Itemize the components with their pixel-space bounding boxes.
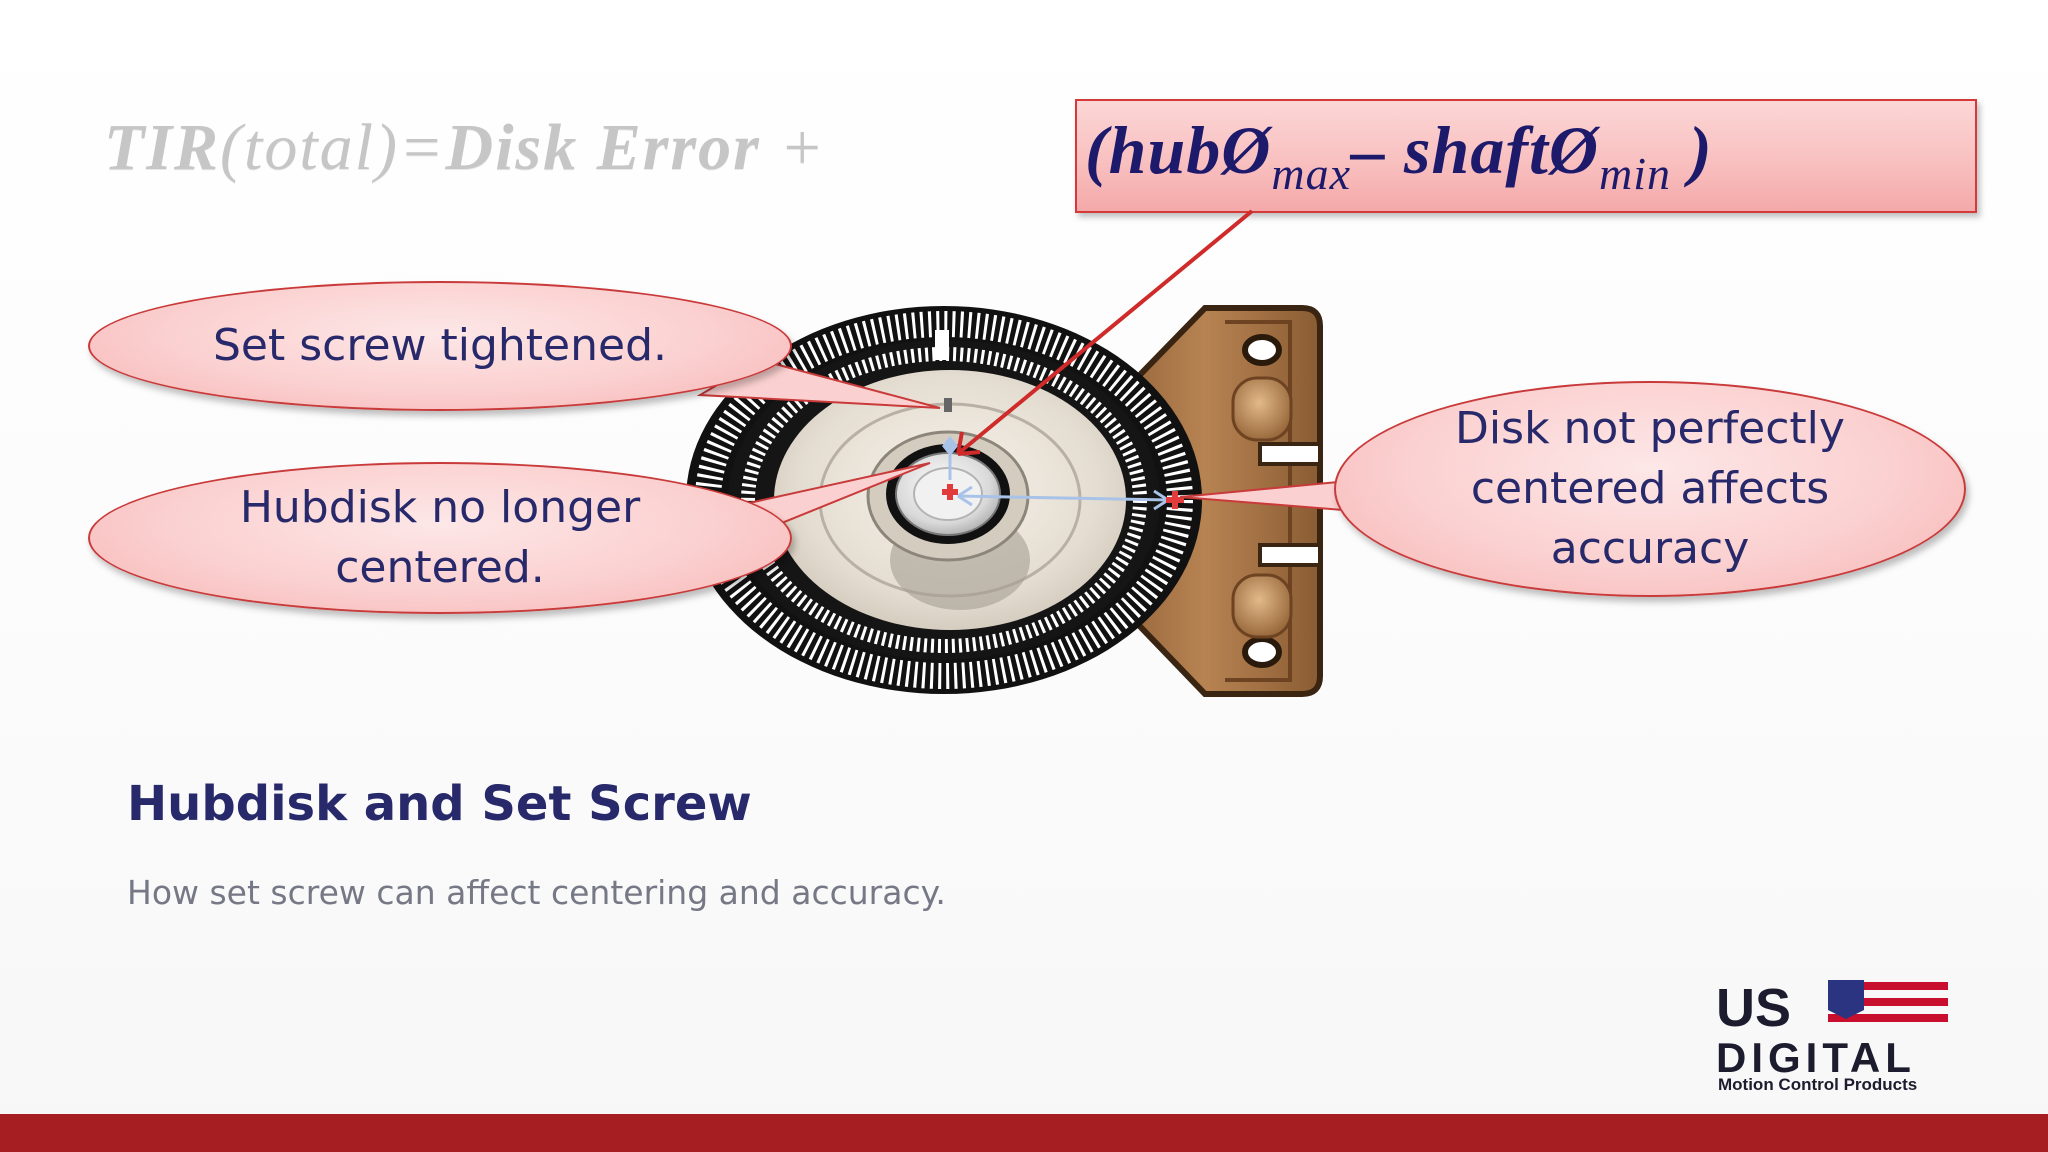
logo-digital: DIGITAL <box>1716 1034 1916 1081</box>
callout-disk-line3: accuracy <box>1550 523 1750 574</box>
formula-disk-error: Disk Error <box>445 111 761 184</box>
formula-min: min <box>1598 148 1671 199</box>
formula-minus: – <box>1351 112 1387 188</box>
callout-disk-line1: Disk not perfectly <box>1455 403 1845 454</box>
us-digital-logo-flag <box>1828 980 1948 1022</box>
formula-leader-arrow <box>956 209 1254 456</box>
callout-hubdisk-line1: Hubdisk no longer <box>239 482 641 533</box>
callout-hubdisk-line2: centered. <box>335 542 545 593</box>
callout-set-screw: Set screw tightened. <box>88 281 792 411</box>
center-markers <box>942 436 1184 511</box>
logo-us: US <box>1716 978 1791 1038</box>
formula-hub: hubØ <box>1108 112 1272 188</box>
footer-bar <box>0 1114 2048 1152</box>
formula-equals: = <box>399 111 446 184</box>
formula-total: (total) <box>220 111 399 184</box>
formula-shaft: shaftØ <box>1404 112 1599 188</box>
callout-hubdisk: Hubdisk no longer centered. <box>88 462 792 614</box>
slide-title: Hubdisk and Set Screw <box>127 776 752 832</box>
slide-subtitle: How set screw can affect centering and a… <box>127 873 946 912</box>
formula-left: TIR(total)=Disk Error + <box>104 110 826 200</box>
callout-disk-centering: Disk not perfectly centered affects accu… <box>1334 381 1966 597</box>
formula-tir: TIR <box>104 111 221 184</box>
formula-plus: + <box>779 111 826 184</box>
formula-highlight-box: (hubØmax– shaftØmin ) <box>1075 99 1977 213</box>
callout-disk-line2: centered affects <box>1470 463 1830 514</box>
formula-open-paren: ( <box>1085 112 1109 188</box>
callout-set-screw-text: Set screw tightened. <box>212 320 667 371</box>
formula-highlight: (hubØmax– shaftØmin ) <box>1085 111 1713 199</box>
formula-max: max <box>1271 148 1352 199</box>
logo-tagline: Motion Control Products <box>1718 1075 1918 1094</box>
us-digital-logo: US DIGITAL <box>1716 978 1916 1081</box>
formula-close-paren: ) <box>1688 112 1713 188</box>
